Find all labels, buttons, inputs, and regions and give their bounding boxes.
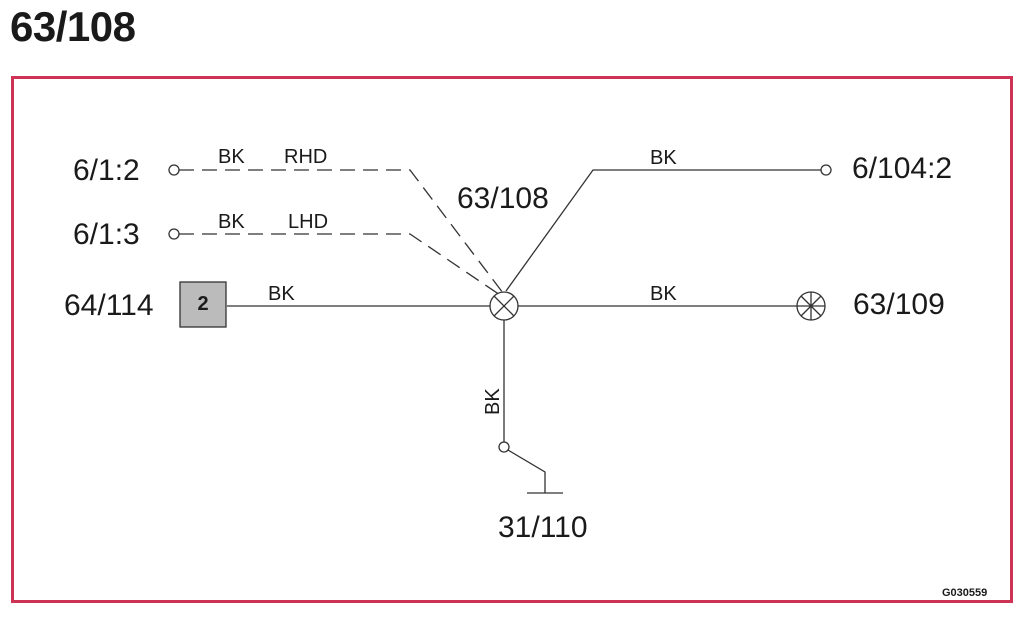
page-title: 63/108 [10,3,136,50]
terminal-6-1-3 [168,228,180,240]
wire-label-lhd-variant: LHD [288,211,328,233]
label-6-1-2: 6/1:2 [73,154,140,187]
splice-63-108-icon [489,291,519,321]
wire-lhd [168,228,501,296]
wire-rhd [168,164,504,294]
wire-label-ground: BK [482,388,504,415]
label-splice-63-108: 63/108 [457,182,549,215]
connector-box-64-114: 2 [179,281,227,328]
terminal-ground [498,441,510,453]
wire-label-rhd-color: BK [218,146,245,168]
wire-label-63-109: BK [650,283,677,305]
diagram-frame [11,76,1013,603]
wire-label-6-104-2: BK [650,147,677,169]
wire-label-64-114: BK [268,283,295,305]
terminal-6-1-2 [168,164,180,176]
label-64-114: 64/114 [64,289,154,322]
lamp-63-109-icon [796,291,826,321]
wire-ground [498,320,563,494]
terminal-6-104-2 [820,164,832,176]
connector-box-shape [179,281,227,328]
ground-switch-line [507,449,546,493]
wire-lhd-path [179,233,501,296]
wire-label-lhd-color: BK [218,211,245,233]
wire-label-rhd-variant: RHD [284,146,327,168]
wire-rhd-path [179,169,504,294]
wire-6-104-2-path [505,169,821,292]
label-31-110: 31/110 [498,511,588,544]
label-6-104-2: 6/104:2 [852,152,952,185]
connector-pin-label: 2 [197,293,208,315]
label-63-109: 63/109 [853,288,945,321]
label-6-1-3: 6/1:3 [73,218,140,251]
wire-6-104-2 [505,164,832,292]
diagram-id: G030559 [942,587,987,599]
